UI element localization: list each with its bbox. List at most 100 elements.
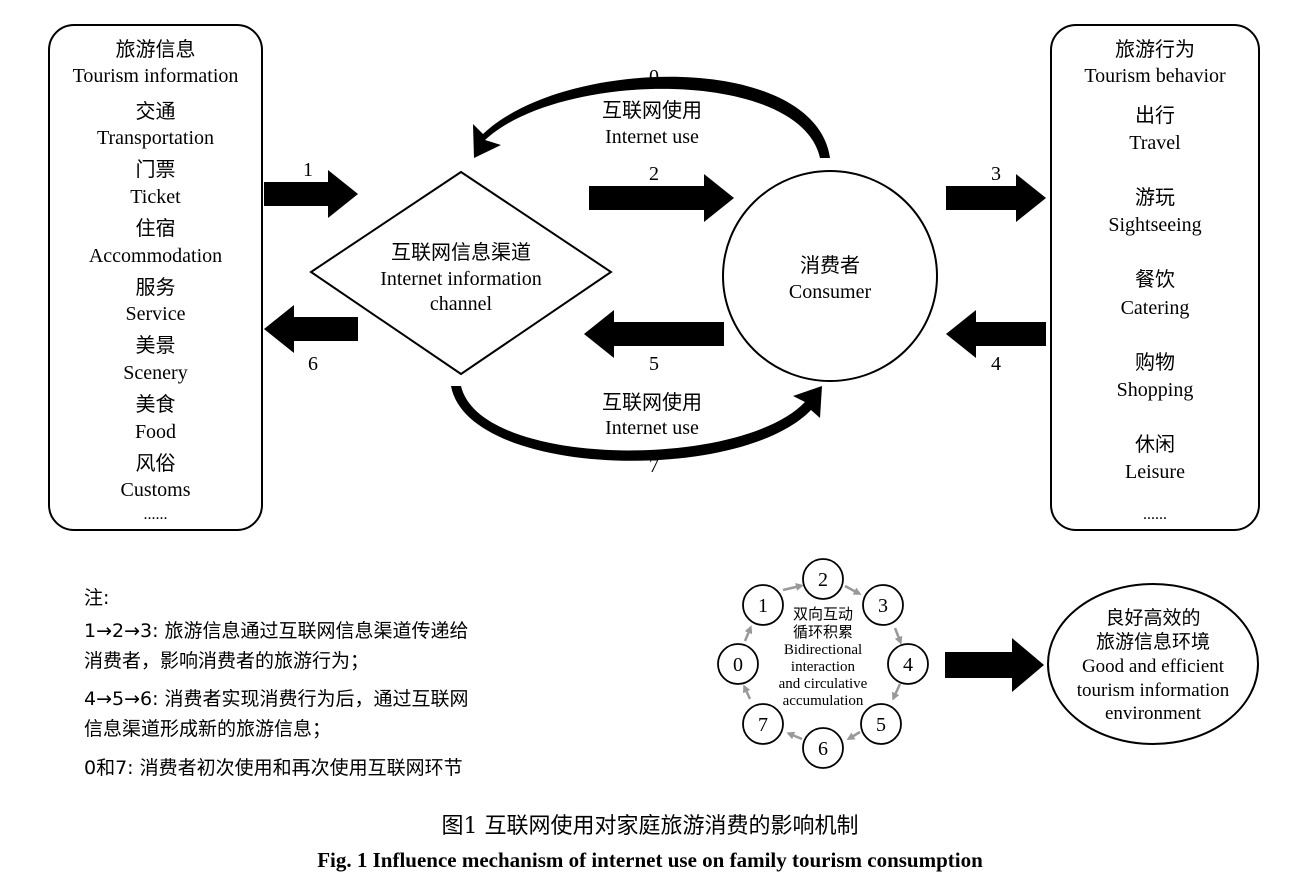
left-item-en: Accommodation [88,245,223,267]
right-item-cn: 购物 [1135,352,1175,374]
cycle-link [846,730,861,741]
right-item-en: Sightseeing [1108,214,1202,236]
cycle-node-label: 1 [758,595,768,617]
internet-use-bottom-en: Internet use [605,417,699,439]
cycle-link [893,627,903,645]
cycle-node-label: 4 [903,654,913,676]
cycle-node [802,558,844,600]
environment-en1: Good and efficient [1082,656,1225,677]
arrow-1 [264,170,358,218]
cycle-node-label: 0 [733,654,743,676]
left-item-cn: 美食 [135,394,176,416]
right-item-cn: 餐饮 [1135,269,1175,291]
left-item-en: Transportation [96,127,215,149]
arrow-2 [589,174,734,222]
arrow-label-4: 4 [991,353,1001,375]
right-item-en: Catering [1120,297,1190,319]
internet-use-top-cn: 互联网使用 [602,99,702,122]
tourism-behavior-box: 旅游行为 Tourism behavior 出行 Travel 游玩 Sight… [1050,24,1260,531]
channel-label-en2: channel [430,293,493,315]
cycle-link [892,683,902,701]
figure-caption-en: Fig. 1 Influence mechanism of internet u… [317,848,983,872]
left-item-en: Customs [120,479,191,501]
arrow-to-environment [945,638,1044,692]
cycle-node [742,703,784,745]
right-box-title-en: Tourism behavior [1084,65,1226,87]
channel-label-en1: Internet information [380,268,542,290]
cycle-center-cn2: 循环积累 [793,624,853,641]
cycle-center-en1: Bidirectional [784,642,862,658]
consumer-label-en: Consumer [789,281,872,303]
notes-line: 消费者，影响消费者的旅游行为； [84,650,370,672]
cycle-node-label: 7 [758,714,768,736]
right-item-en: Leisure [1125,461,1185,483]
cycle-node [862,584,904,626]
environment-en3: environment [1105,703,1202,724]
notes-line: 4→5→6: 消费者实现消费行为后，通过互联网 [84,688,469,710]
arrow-label-1: 1 [303,159,313,181]
cycle-node [717,643,759,685]
left-item-cn: 美景 [135,335,176,357]
right-item-cn: 出行 [1135,105,1175,127]
cycle-link [743,684,752,700]
internet-use-bottom-cn: 互联网使用 [602,391,702,414]
arrow-3 [946,174,1046,222]
curved-arrow-0 [473,76,830,158]
cycle-node [742,584,784,626]
left-item-en: Service [125,303,186,325]
left-item-en: Ticket [130,186,181,208]
arrow-5 [584,310,724,358]
cycle-node-label: 3 [878,595,888,617]
left-item-cn: 风俗 [135,453,176,475]
cycle-center-en4: accumulation [783,693,864,709]
notes-title: 注: [84,587,110,609]
left-item-cn: 服务 [135,277,176,299]
left-item-en: Food [134,421,177,443]
cycle-node-label: 5 [876,714,886,736]
cycle-node [802,727,844,769]
left-box-ellipsis: ...... [143,506,168,523]
cycle-center-cn1: 双向互动 [793,606,853,623]
left-item-cn: 住宿 [135,218,176,240]
channel-label-cn: 互联网信息渠道 [391,241,531,264]
cycle-diagram: 0 1 2 3 4 5 6 7 双向互动 循环积累 Bidirectional … [717,558,929,769]
arrow-label-5: 5 [649,353,659,375]
consumer-label-cn: 消费者 [800,254,860,277]
cycle-link [743,625,753,642]
internet-use-top-en: Internet use [605,126,699,148]
arrow-label-0: 0 [649,66,659,88]
right-box-ellipsis: ...... [1143,506,1167,523]
cycle-center-en3: and circulative [779,676,868,692]
cycle-link [786,731,803,741]
notes-line: 信息渠道形成新的旅游信息； [84,718,332,740]
cycle-center-en2: interaction [791,659,856,675]
arrow-label-6: 6 [308,353,318,375]
right-item-cn: 游玩 [1135,187,1175,209]
left-item-cn: 门票 [135,159,176,181]
left-box-title-cn: 旅游信息 [115,39,196,61]
curved-arrow-7 [451,386,822,461]
environment-cn2: 旅游信息环境 [1096,631,1210,653]
cycle-node-label: 6 [818,738,828,760]
cycle-node-label: 2 [818,569,828,591]
arrow-4 [946,310,1046,358]
channel-diamond [309,170,613,376]
left-item-cn: 交通 [135,101,176,123]
arrow-label-2: 2 [649,163,659,185]
arrow-label-3: 3 [991,163,1001,185]
right-box-title-cn: 旅游行为 [1115,39,1195,61]
environment-cn1: 良好高效的 [1105,607,1200,629]
notes-line: 1→2→3: 旅游信息通过互联网信息渠道传递给 [84,620,469,642]
left-box-title-en: Tourism information [72,65,239,87]
cycle-node [887,643,929,685]
consumer-circle [722,170,938,382]
environment-ellipse [1047,583,1259,745]
arrow-6 [264,305,358,353]
arrow-label-7: 7 [649,455,659,477]
tourism-information-box: 旅游信息 Tourism information 交通 Transportati… [48,24,263,531]
notes-line: 0和7: 消费者初次使用和再次使用互联网环节 [84,757,463,779]
right-item-en: Shopping [1116,379,1194,401]
right-item-en: Travel [1129,132,1181,154]
cycle-link [844,584,862,595]
